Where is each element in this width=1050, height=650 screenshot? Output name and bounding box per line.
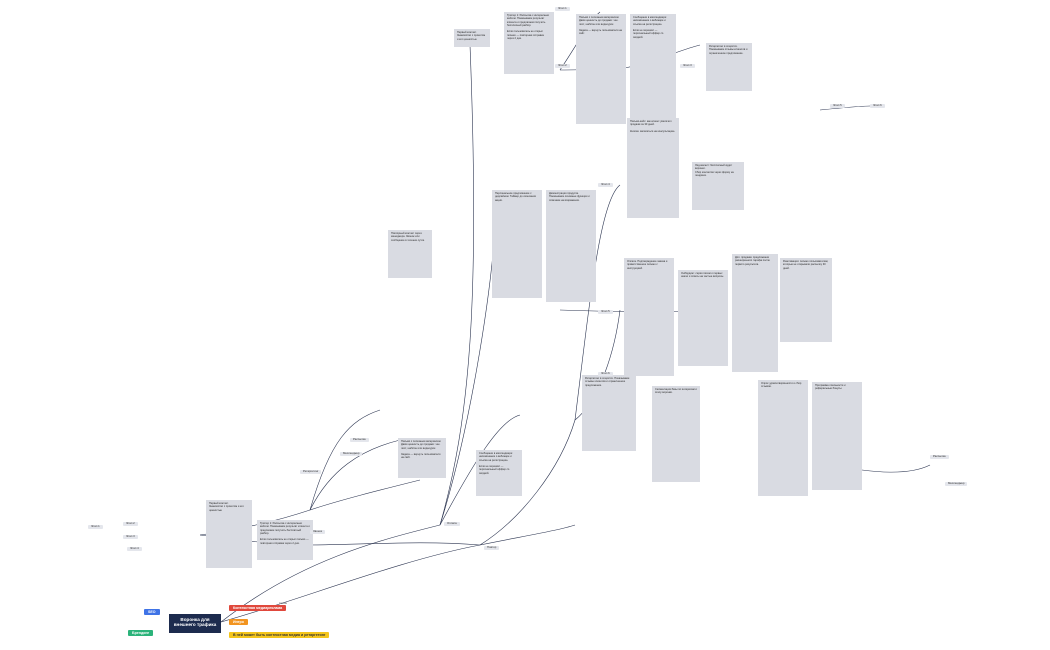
card-9[interactable]: Персональное предложение с дедлайном. Та… (492, 190, 542, 298)
card-11[interactable]: Оплата. Подтверждение заказа и приветств… (624, 258, 674, 376)
branch-tail[interactable]: В ней может быть контекстная медиа и рет… (229, 632, 330, 638)
card-18[interactable]: Первый контакт. Знакомство с проектом и … (206, 500, 252, 568)
branch-paid[interactable]: Контекстная медиареклама (229, 605, 287, 611)
card-16[interactable]: Опрос удовлетворённости и сбор отзывов. (758, 380, 808, 496)
card-3[interactable]: Письмо с полезным материалом. Даём ценно… (576, 14, 626, 124)
pill-9[interactable]: Ретаргетинг (300, 469, 322, 474)
pill-20[interactable]: Мессенджер (945, 481, 968, 486)
pill-1[interactable]: Этап 1 (555, 6, 570, 11)
card-4[interactable]: Сообщение в мессенджере: напоминание о в… (630, 14, 676, 120)
map-title[interactable]: Воронка для внешнего трафика (169, 614, 221, 633)
pill-12[interactable]: Повтор (484, 545, 500, 550)
card-13[interactable]: Доп. продажа: предложение расширенного т… (732, 254, 778, 372)
pill-11[interactable]: Оплата (444, 521, 460, 526)
pill-19[interactable]: Рассылка (930, 454, 949, 459)
pill-6[interactable]: Этап 6 (598, 371, 613, 376)
pill-7[interactable]: Рассылка (350, 437, 369, 442)
branch-intro[interactable]: Интро (229, 619, 248, 625)
card-10[interactable]: Повторный контакт через менеджера. Звоно… (388, 230, 432, 278)
branch-brand[interactable]: Брендинг (128, 630, 154, 636)
card-8[interactable]: Демонстрация продукта. Показываем основн… (546, 190, 596, 302)
card-6[interactable]: Письмо-кейс: как клиент увеличил продажи… (627, 118, 679, 218)
card-5[interactable]: Ретаргетинг в соцсетях. Показываем отзыв… (706, 43, 752, 91)
card-20[interactable]: Письмо с полезным материалом. Даём ценно… (398, 438, 446, 478)
card-2[interactable]: Триггер 1: Рассылка с интересным кейсом.… (504, 12, 554, 74)
pill-13[interactable]: Этап 1 (88, 524, 103, 529)
card-7[interactable]: Лид-магнит: бесплатный аудит воронки. Сб… (692, 162, 744, 210)
card-17[interactable]: Программа лояльности и реферальные бонус… (812, 382, 862, 490)
branch-scheme: Схема (279, 602, 287, 605)
card-12[interactable]: Онбординг: серия писем о первых шагах и … (678, 270, 728, 366)
pill-5[interactable]: Этап 5 (598, 309, 613, 314)
card-14[interactable]: Реактивация: письмо пользователям, котор… (780, 258, 832, 342)
card-1[interactable]: Первый контакт. Знакомство с проектом и … (454, 29, 490, 47)
pill-10[interactable]: Звонок (310, 529, 326, 534)
pill-2[interactable]: Этап 2 (555, 63, 570, 68)
card-15[interactable]: Сегментация базы по интересам и этапу во… (652, 386, 700, 482)
pill-18[interactable]: Этап 6 (870, 103, 885, 108)
branch-seo[interactable]: SEO (144, 609, 160, 615)
pill-8[interactable]: Мессенджер (340, 451, 363, 456)
pill-3[interactable]: Этап 3 (680, 63, 695, 68)
pill-14[interactable]: Этап 2 (123, 521, 138, 526)
pill-17[interactable]: Этап 5 (830, 103, 845, 108)
pill-15[interactable]: Этап 3 (123, 534, 138, 539)
card-21[interactable]: Сообщение в мессенджере: напоминание о в… (476, 450, 522, 496)
card-22[interactable]: Ретаргетинг в соцсетях. Показываем отзыв… (582, 375, 636, 451)
pill-16[interactable]: Этап 4 (127, 546, 142, 551)
pill-4[interactable]: Этап 4 (598, 182, 613, 187)
card-19[interactable]: Триггер 1: Рассылка с интересным кейсом.… (257, 520, 313, 560)
